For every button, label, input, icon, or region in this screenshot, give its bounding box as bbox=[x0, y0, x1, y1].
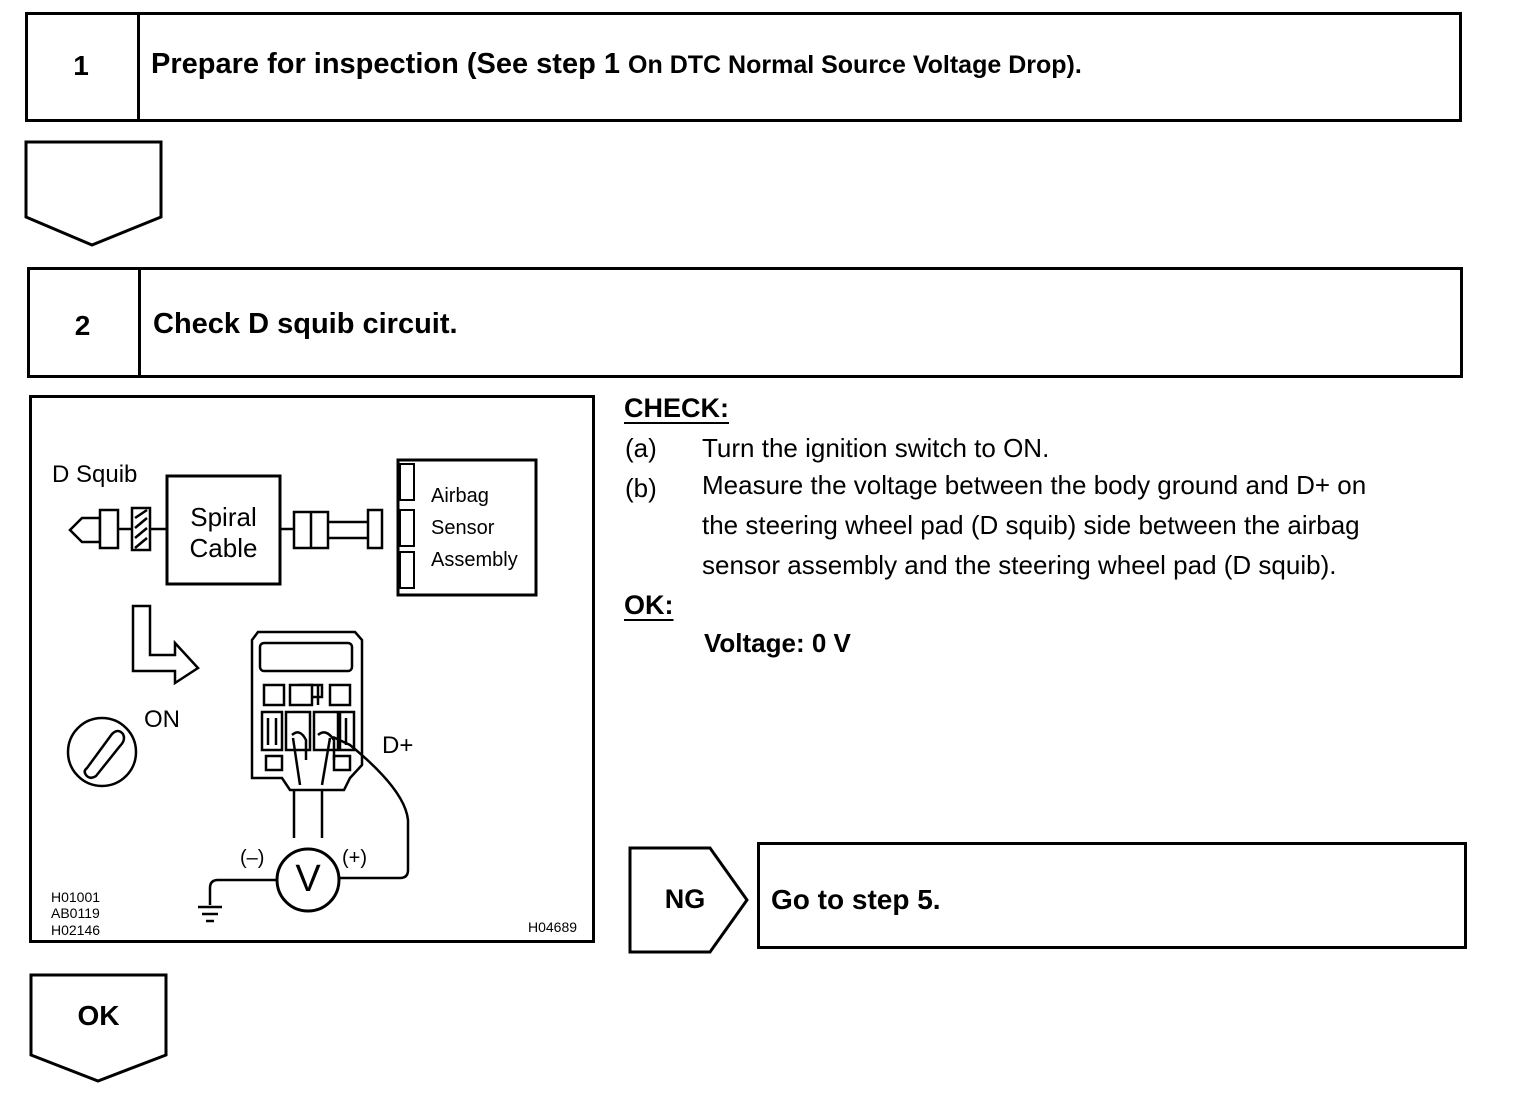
voltmeter-label: V bbox=[295, 858, 321, 900]
sensor-connector-icon bbox=[280, 508, 384, 550]
ng-arrow-icon bbox=[628, 846, 749, 954]
d-squib-label: D Squib bbox=[52, 461, 138, 488]
airbag-sensor-label-3: Assembly bbox=[431, 549, 518, 571]
figure-code-2: AB0119 bbox=[51, 905, 100, 921]
diagram-drawing bbox=[66, 458, 538, 923]
airbag-sensor-label-2: Sensor bbox=[431, 517, 495, 539]
ng-action-box bbox=[757, 842, 1467, 949]
step-1-number: 1 bbox=[73, 50, 89, 81]
check-b-line-2: the steering wheel pad (D squib) side be… bbox=[702, 510, 1360, 540]
step-1-divider bbox=[137, 12, 140, 122]
ground-symbol-icon bbox=[198, 905, 222, 923]
d-squib-connector-icon bbox=[68, 506, 167, 552]
step-1-title-small: On DTC Normal Source Voltage Drop). bbox=[628, 51, 1082, 79]
ignition-on-label: ON bbox=[144, 706, 180, 733]
step-1-title-main: Prepare for inspection (See step 1 bbox=[151, 48, 620, 80]
flow-arrow-down-icon bbox=[24, 140, 163, 247]
spiral-cable-label-2: Cable bbox=[189, 533, 258, 563]
check-b-line-1: Measure the voltage between the body gro… bbox=[702, 470, 1367, 500]
plus-label: (+) bbox=[342, 847, 367, 869]
positive-test-lead bbox=[332, 735, 410, 880]
check-a-label: (a) bbox=[625, 433, 657, 463]
ok-arrow-label: OK bbox=[77, 1000, 120, 1031]
ok-voltage-spec: Voltage: 0 V bbox=[704, 628, 851, 658]
check-a-text: Turn the ignition switch to ON. bbox=[702, 433, 1050, 463]
negative-test-lead bbox=[208, 878, 277, 905]
airbag-sensor-label-1: Airbag bbox=[431, 485, 489, 507]
d-plus-label: D+ bbox=[382, 732, 414, 759]
check-heading: CHECK: bbox=[624, 393, 729, 423]
figure-code-1: H01001 bbox=[51, 889, 101, 905]
wire-harness bbox=[291, 731, 336, 838]
ok-arrow-down-icon bbox=[29, 973, 168, 1083]
check-b-label: (b) bbox=[625, 473, 657, 503]
step-1-box bbox=[25, 12, 1462, 122]
minus-label: (–) bbox=[240, 847, 265, 869]
ok-heading: OK: bbox=[624, 590, 674, 620]
figure-code-3: H02146 bbox=[51, 922, 101, 938]
step-2-title: Check D squib circuit. bbox=[153, 308, 458, 340]
bent-arrow-icon bbox=[131, 604, 200, 686]
figure-code-4: H04689 bbox=[528, 919, 578, 935]
ignition-key-icon bbox=[66, 716, 138, 788]
step-2-box bbox=[27, 267, 1463, 378]
step-2-divider bbox=[138, 267, 141, 378]
ng-label: NG bbox=[664, 884, 706, 914]
spiral-cable-label-1: Spiral bbox=[190, 502, 257, 532]
step-1-title: Prepare for inspection (See step 1 On DT… bbox=[151, 48, 1082, 81]
airbag-sensor-box bbox=[396, 458, 538, 597]
ng-action-text: Go to step 5. bbox=[771, 884, 941, 915]
step-2-number: 2 bbox=[74, 310, 91, 341]
check-b-line-3: sensor assembly and the steering wheel p… bbox=[702, 550, 1337, 580]
